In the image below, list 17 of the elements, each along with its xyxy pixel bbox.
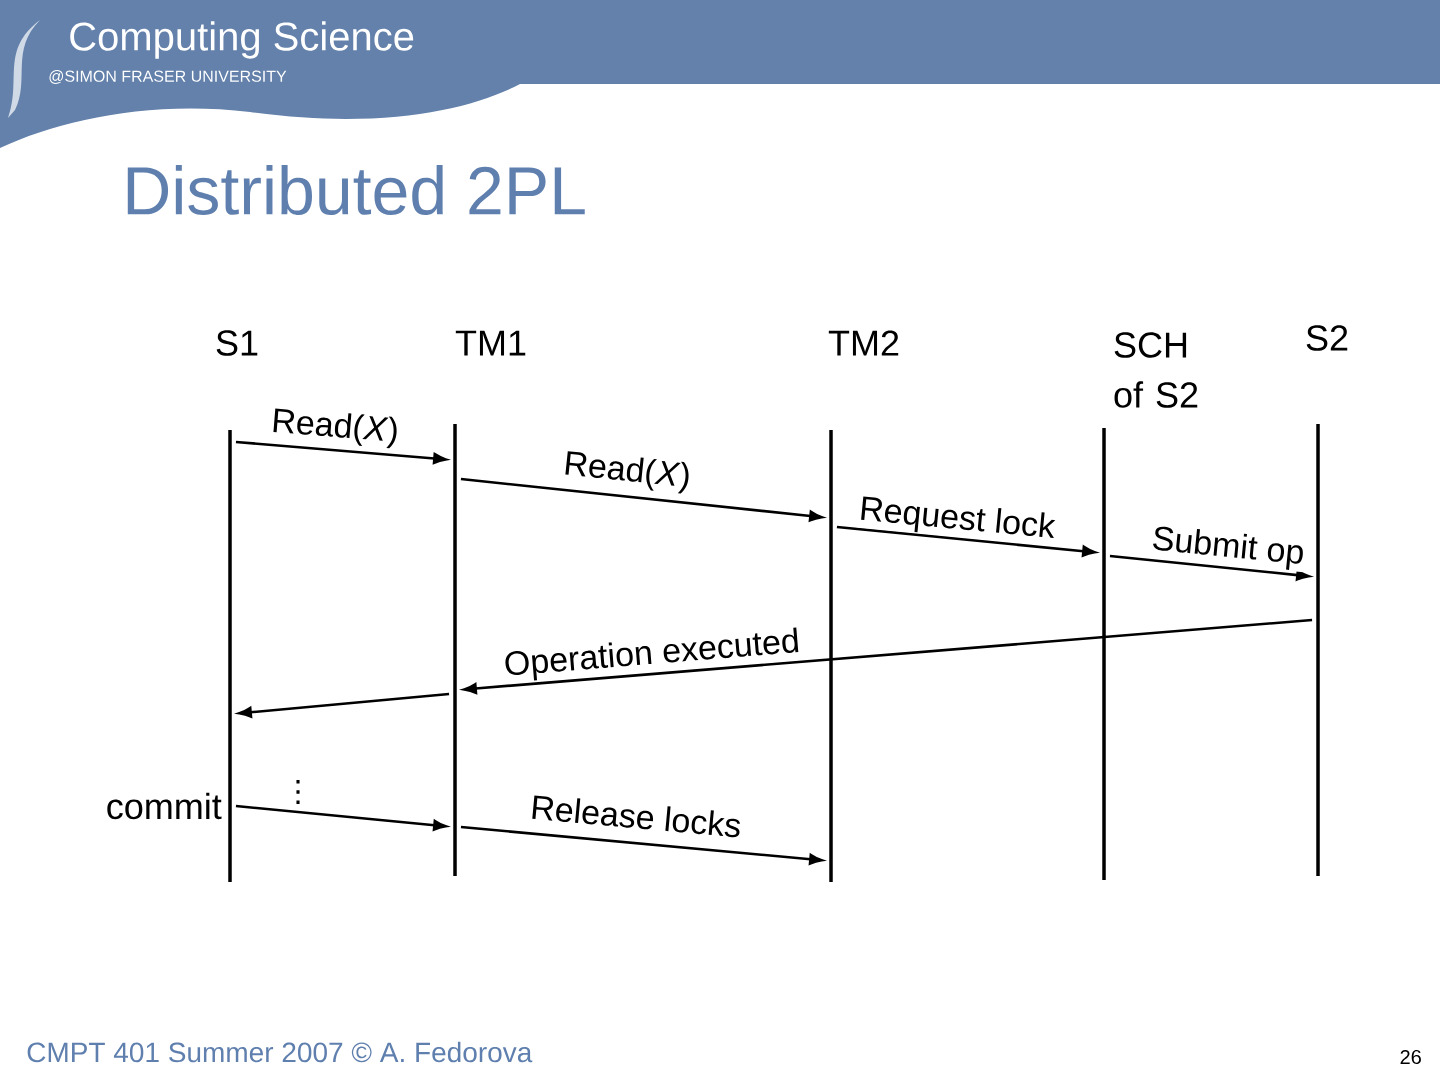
lifeline-heading: TM1 <box>455 330 526 356</box>
lifeline-heading: TM2 <box>828 330 899 356</box>
page-number: 26 <box>1400 1049 1421 1065</box>
lifeline-heading: SCH of S2 <box>1114 332 1198 408</box>
banner-subtitle: @SIMON FRASER UNIVERSITY <box>49 70 287 84</box>
footer-text: CMPT 401 Summer 2007 © A. Fedorova <box>27 1041 533 1063</box>
lifeline <box>453 424 457 876</box>
lifeline <box>829 430 833 882</box>
lifeline <box>1102 428 1106 880</box>
lifeline <box>228 430 232 882</box>
event-label: commit <box>107 792 222 820</box>
slide-title: Distributed 2PL <box>127 165 585 215</box>
banner-title: Computing Science <box>70 21 414 59</box>
lifeline <box>1316 424 1320 876</box>
ellipsis-mark: ⋮ <box>296 779 300 805</box>
lifeline-heading: S2 <box>1306 325 1348 351</box>
lifeline-heading: S1 <box>216 330 258 356</box>
